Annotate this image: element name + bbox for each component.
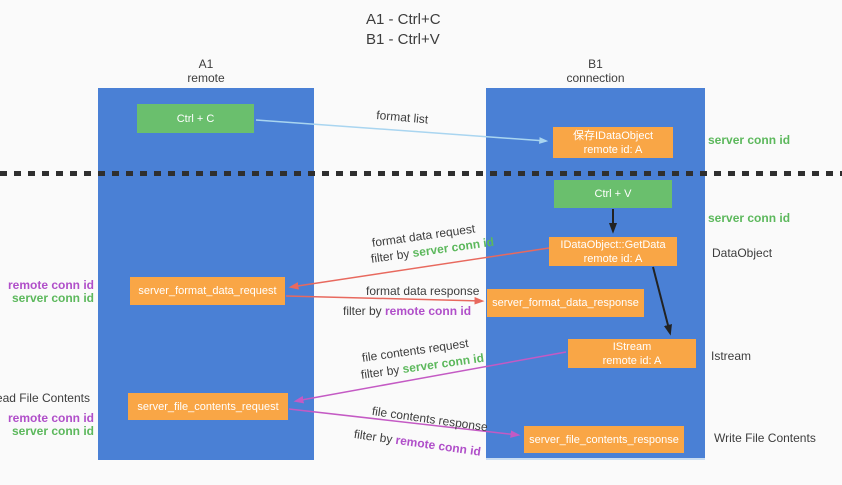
arrow-getdata-to-istream [652, 266, 672, 336]
title-line-b1: B1 - Ctrl+V [366, 31, 440, 48]
save-idataobject-box: 保存IDataObject remote id: A [553, 127, 673, 158]
getdata-line2: remote id: A [583, 252, 643, 265]
server-format-data-response-label: server_format_data_response [492, 297, 639, 309]
left-remote-conn-id-2: remote conn id [8, 411, 94, 425]
left-server-conn-id-1: server conn id [12, 291, 94, 305]
getdata-box: IDataObject::GetData remote id: A [549, 237, 677, 266]
server-file-contents-response-box: server_file_contents_response [524, 426, 684, 453]
arrow-format-data-request [288, 247, 550, 290]
header-b1-subtitle: connection [566, 71, 625, 85]
left-server-conn-id-2: server conn id [12, 424, 94, 438]
istream-line1: IStream [612, 340, 652, 353]
dataobject-text: DataObject [712, 246, 773, 260]
write-file-contents-text: Write File Contents [714, 431, 816, 445]
ctrl-v-label: Ctrl + V [594, 188, 632, 200]
header-a1-name: A1 [198, 57, 214, 71]
istream-line2: remote id: A [602, 354, 662, 367]
arrow-file-contents-request [293, 351, 567, 404]
ctrl-c-box: Ctrl + C [137, 104, 254, 133]
server-format-data-response-box: server_format_data_response [487, 289, 644, 317]
remote-conn-id-text: remote conn id [7, 278, 94, 292]
right-write-file-contents-label: Write File Contents [714, 431, 816, 445]
diagram-title: A1 - Ctrl+C B1 - Ctrl+V [366, 10, 441, 50]
istream-box: IStream remote id: A [568, 339, 696, 368]
right-dataobject-label: DataObject [712, 246, 772, 260]
header-b1-name: B1 [588, 57, 603, 71]
ctrl-c-label: Ctrl + C [176, 112, 215, 125]
header-a1-subtitle: remote [187, 71, 225, 85]
arrow-format-list [255, 119, 549, 144]
save-idataobject-line2: remote id: A [583, 143, 643, 156]
server-file-contents-response-label: server_file_contents_response [529, 433, 679, 446]
read-file-contents-text: Read File Contents [0, 391, 90, 405]
getdata-line1: IDataObject::GetData [560, 238, 666, 251]
remote-conn-id-text: remote conn id [7, 411, 94, 425]
right-server-conn-id-1: server conn id [708, 133, 790, 147]
filter-by-text: filter by [343, 304, 386, 318]
right-server-conn-id-2: server conn id [708, 211, 790, 225]
arrow-file-contents-response [288, 408, 521, 438]
ctrl-v-box: Ctrl + V [554, 180, 672, 208]
server-conn-id-text: server conn id [708, 133, 791, 147]
left-remote-conn-id-1: remote conn id [8, 278, 94, 292]
machine-separator-dotted-line [0, 171, 842, 176]
server-format-data-request-box: server_format_data_request [130, 277, 285, 305]
remote-conn-id-text: remote conn id [385, 304, 472, 318]
server-conn-id-text: server conn id [708, 211, 791, 225]
server-conn-id-text: server conn id [11, 424, 94, 438]
header-b1: B1 connection [486, 57, 705, 85]
left-read-file-contents-label: Read File Contents [0, 391, 90, 405]
format-data-response-label: format data response [366, 284, 479, 298]
right-istream-label: Istream [711, 349, 751, 363]
server-conn-id-text: server conn id [11, 291, 94, 305]
filter-by-remote-conn-id-label-1: filter by remote conn id [343, 304, 471, 318]
header-a1: A1 remote [98, 57, 314, 85]
arrow-format-data-response [285, 295, 485, 305]
title-line-a1: A1 - Ctrl+C [366, 11, 441, 28]
istream-text: Istream [711, 349, 752, 363]
server-file-contents-request-box: server_file_contents_request [128, 393, 288, 420]
format-data-response-text: format data response [366, 284, 480, 298]
server-format-data-request-label: server_format_data_request [138, 285, 277, 297]
server-file-contents-request-label: server_file_contents_request [137, 400, 279, 413]
save-idataobject-line1: 保存IDataObject [572, 129, 654, 142]
